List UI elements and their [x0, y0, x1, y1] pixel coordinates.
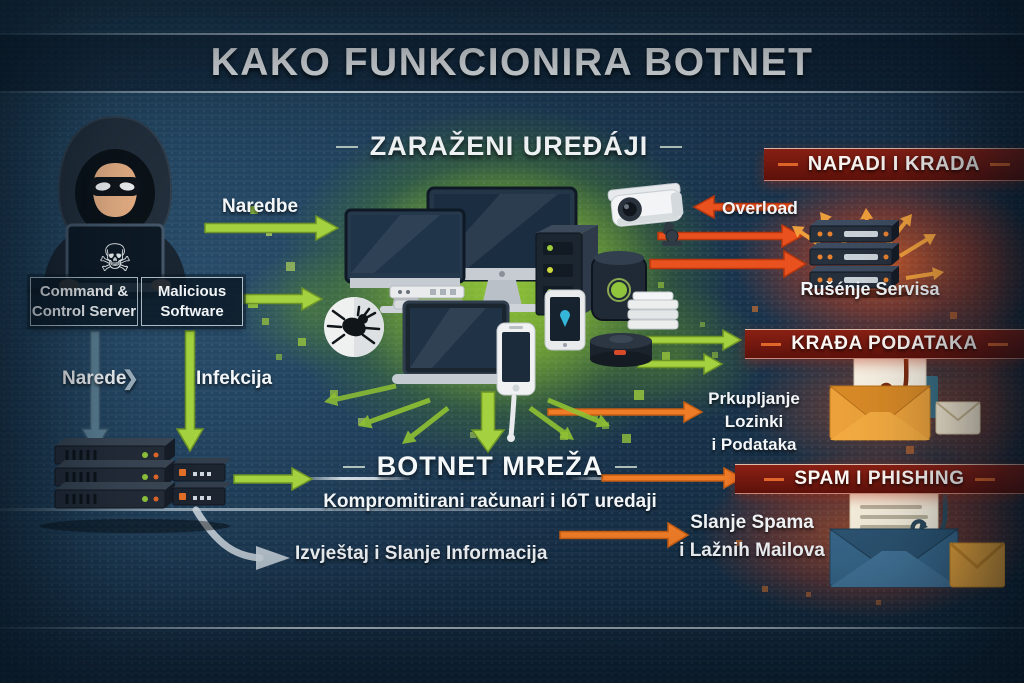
- title-band: [0, 35, 1024, 91]
- pixel-square: [806, 592, 811, 597]
- infected-devices-title-text: ZARAŽENI UREĐÁJI: [369, 131, 649, 161]
- pixel-square: [736, 540, 742, 546]
- attacks-banner: NAPADI I KRADA: [764, 148, 1024, 181]
- modem-unit: [172, 458, 231, 506]
- pixel-square: [286, 262, 295, 271]
- smart-hub-puck: [590, 333, 652, 367]
- chevron-right-icon: ❯: [122, 368, 139, 390]
- spam-caption-line1: Slanje Spama: [690, 512, 814, 533]
- page-title: KAKO FUNKCIONIRA BOTNET: [210, 41, 814, 84]
- pixel-square: [752, 306, 758, 312]
- tablet-device: [544, 289, 586, 351]
- theft-caption-line1: Prkupljanje Lozinki: [708, 389, 800, 431]
- bottom-divider-line: [0, 627, 1024, 629]
- pixel-square: [276, 354, 282, 360]
- laptop-device: [392, 300, 520, 384]
- security-camera: [607, 182, 684, 246]
- infected-devices-title: ZARAŽENI UREĐÁJI: [334, 131, 684, 162]
- pixel-square: [622, 434, 631, 443]
- title-band-bottom-line: [0, 91, 1024, 93]
- report-label: Izvještaj i Slanje Informacija: [295, 543, 548, 564]
- cc-box-line1: Command &: [39, 283, 129, 300]
- hacker-mask: [89, 177, 141, 196]
- spam-caption: Slanje Spama i Lažnih Mailova: [662, 509, 842, 564]
- pixel-square: [712, 352, 718, 358]
- naredbe-label: Naredbe: [222, 196, 299, 217]
- spam-caption-line2: i Lažnih Mailova: [679, 539, 825, 561]
- pixel-square: [700, 322, 705, 327]
- spam-banner-text: SPAM I PHISHING: [794, 468, 965, 489]
- attacks-banner-text: NAPADI I KRADA: [807, 153, 981, 175]
- theft-caption-line2: i Podataka: [711, 434, 797, 454]
- infekcija-label: Infekcija: [196, 368, 273, 389]
- small-envelope: [935, 401, 981, 435]
- attacked-servers: [804, 220, 912, 298]
- attacked-server-units: [809, 220, 899, 289]
- hacker-illustration: ☠: [27, 115, 203, 299]
- theft-caption: Prkupljanje Lozinki i Podataka: [678, 388, 830, 457]
- desktop-monitor-small: [344, 208, 466, 313]
- title-band-top-line: [0, 33, 1024, 35]
- botnet-network-title-text: BOTNET MREŽA: [376, 451, 604, 481]
- pixel-square: [906, 446, 914, 454]
- orange-envelope: [949, 541, 1005, 588]
- cc-server-stack: [40, 438, 231, 533]
- pixel-square: [248, 298, 258, 308]
- pixel-square: [262, 318, 269, 325]
- pixel-square: [876, 600, 881, 605]
- command-control-box: Command & Control Server: [30, 277, 138, 326]
- overload-label: Overload: [722, 198, 798, 218]
- malware-box-line2: Software: [160, 302, 224, 320]
- pixel-square: [634, 390, 644, 400]
- server-unit: [54, 438, 175, 509]
- botnet-network-title: BOTNET MREŽA: [340, 451, 640, 482]
- smartphone-device: [496, 322, 536, 442]
- pixel-square: [298, 338, 306, 346]
- theft-banner-text: KRAĐA PODATAKA: [791, 333, 978, 354]
- malicious-software-box: Malicious Software: [141, 277, 243, 326]
- pixel-square: [250, 206, 258, 214]
- theft-banner: KRAĐA PODATAKA: [745, 329, 1024, 359]
- rusenje-servisa-caption: Rušénje Servisa: [800, 279, 940, 299]
- phishing-envelope-spam: [828, 487, 1005, 588]
- pixel-square: [950, 312, 957, 319]
- spam-banner: SPAM I PHISHING: [735, 464, 1024, 494]
- infected-devices-cluster: [324, 186, 679, 442]
- botnet-network-subtitle: Kompromitirani računari i IóT uredaji: [323, 491, 657, 512]
- phishing-envelope-theft: [828, 352, 981, 441]
- pixel-square: [658, 282, 664, 288]
- white-stack-device: [627, 291, 679, 330]
- pixel-square: [762, 586, 768, 592]
- malware-box-line1: Malicious: [157, 283, 227, 300]
- bug-malware-icon: [324, 297, 384, 357]
- pixel-square: [266, 230, 272, 236]
- server-baseline: [0, 508, 575, 511]
- skull-icon: ☠: [98, 236, 132, 280]
- narede-label: Narede: [62, 368, 127, 389]
- cc-box-line2: Control Server: [31, 302, 137, 320]
